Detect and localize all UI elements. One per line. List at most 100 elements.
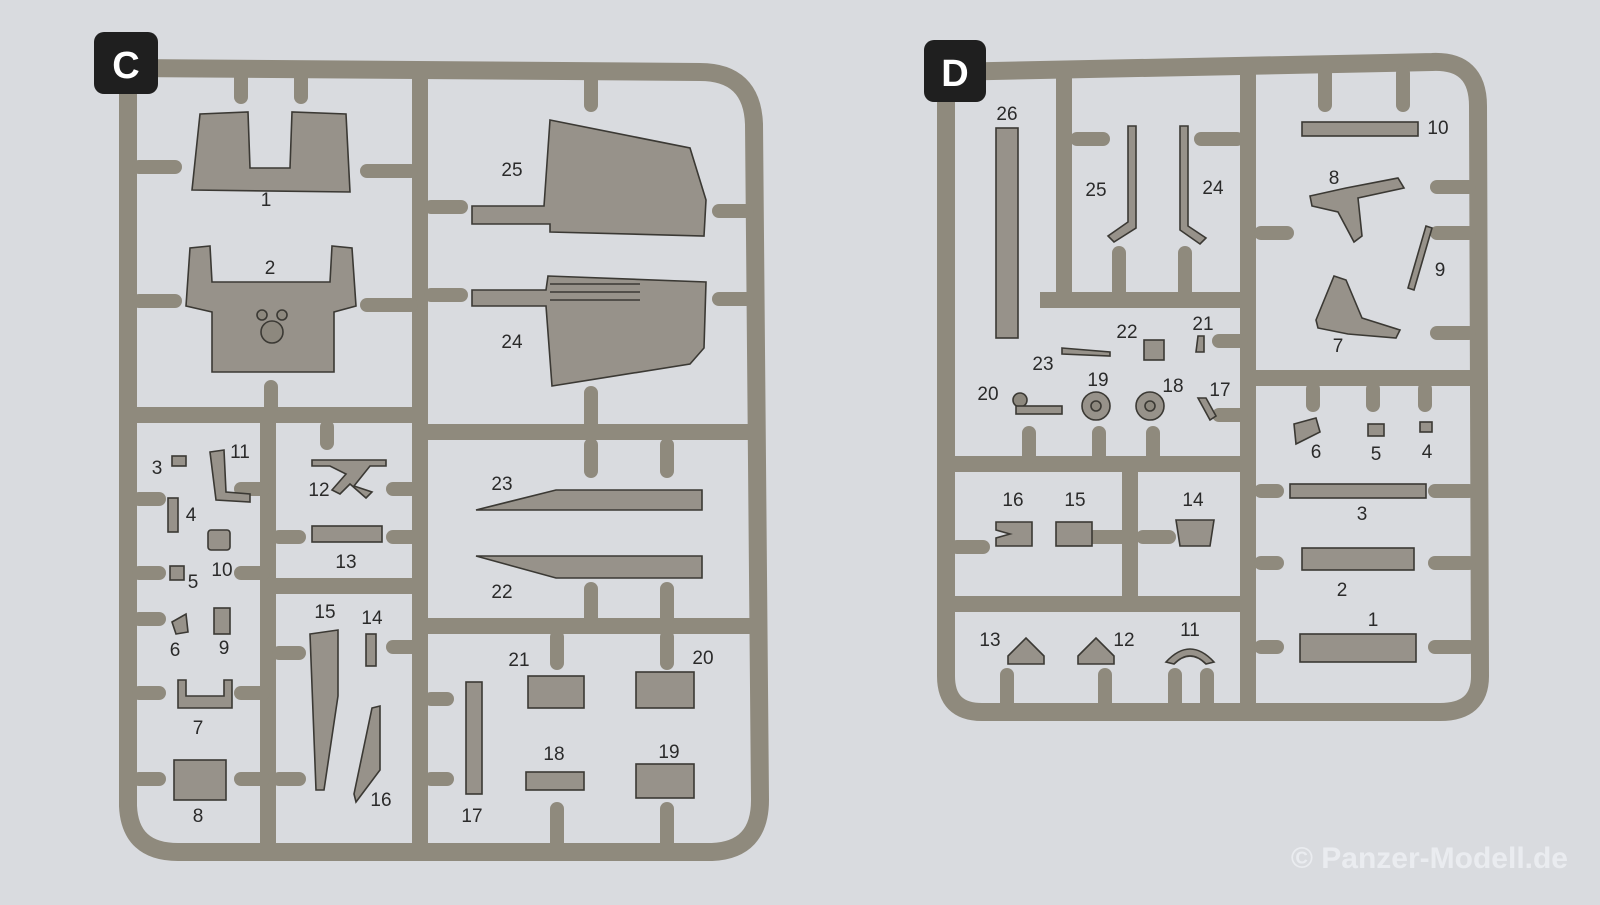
part-c25 xyxy=(471,119,707,237)
label-c13: 13 xyxy=(335,552,356,573)
part-c2 xyxy=(185,245,357,373)
sprue-d: 26 25 24 10 8 9 7 22 21 23 20 19 18 17 6… xyxy=(924,40,1489,721)
label-d3: 3 xyxy=(1357,504,1368,525)
label-d22: 22 xyxy=(1116,322,1137,343)
part-c11 xyxy=(209,449,251,503)
sprue-d-letter: D xyxy=(941,53,968,95)
label-c4: 4 xyxy=(186,505,197,526)
part-d23 xyxy=(1061,347,1111,357)
part-d26 xyxy=(995,127,1019,339)
sprue-c: 1 2 3 11 4 10 5 6 9 7 8 12 13 15 14 16 2… xyxy=(94,32,769,861)
part-c7 xyxy=(177,679,233,709)
part-d15 xyxy=(1055,521,1093,547)
sprue-c-letter: C xyxy=(112,45,139,87)
label-d6: 6 xyxy=(1311,442,1322,463)
part-c9 xyxy=(213,607,231,635)
part-d4 xyxy=(1419,421,1433,433)
label-c23: 23 xyxy=(491,474,512,495)
part-c12 xyxy=(311,459,387,500)
label-d9: 9 xyxy=(1435,260,1446,281)
label-c9: 9 xyxy=(219,638,230,659)
label-d8: 8 xyxy=(1329,168,1340,189)
label-c20: 20 xyxy=(692,648,713,669)
part-c24 xyxy=(471,275,707,387)
part-c16 xyxy=(353,704,381,804)
label-d14: 14 xyxy=(1182,490,1204,511)
label-d1: 1 xyxy=(1368,610,1379,631)
label-d26: 26 xyxy=(996,104,1017,125)
part-d25 xyxy=(1106,125,1137,244)
label-d13: 13 xyxy=(979,630,1000,651)
sprue-c-badge xyxy=(94,32,158,94)
label-c6: 6 xyxy=(170,640,181,661)
part-d8 xyxy=(1309,177,1406,244)
label-d16: 16 xyxy=(1002,490,1023,511)
label-d25: 25 xyxy=(1085,180,1106,201)
part-c22 xyxy=(475,555,703,579)
label-d11: 11 xyxy=(1180,620,1200,641)
label-d2: 2 xyxy=(1337,580,1348,601)
label-c14: 14 xyxy=(361,608,383,629)
label-d15: 15 xyxy=(1064,490,1085,511)
part-c5 xyxy=(169,565,185,581)
part-c4 xyxy=(167,497,179,533)
label-d24: 24 xyxy=(1202,178,1224,199)
label-d12: 12 xyxy=(1113,630,1134,651)
part-d6 xyxy=(1293,417,1321,446)
part-c23 xyxy=(475,489,703,511)
part-d16 xyxy=(995,521,1033,547)
watermark: © Panzer-Modell.de xyxy=(1291,842,1568,875)
part-d24 xyxy=(1179,125,1208,246)
part-d20 xyxy=(1012,392,1028,408)
label-d5: 5 xyxy=(1371,444,1382,465)
label-d23: 23 xyxy=(1032,354,1053,375)
part-d5 xyxy=(1367,423,1385,437)
label-c8: 8 xyxy=(193,806,204,827)
part-d21 xyxy=(1195,335,1205,353)
label-c21: 21 xyxy=(508,650,529,671)
part-c19 xyxy=(635,763,695,799)
part-d9 xyxy=(1407,224,1433,292)
sprue-d-badge xyxy=(924,40,986,102)
label-d7: 7 xyxy=(1333,336,1344,357)
label-d18: 18 xyxy=(1162,376,1183,397)
part-d1 xyxy=(1299,633,1417,663)
label-c19: 19 xyxy=(658,742,679,763)
part-c17 xyxy=(465,681,483,795)
part-d17 xyxy=(1196,397,1218,422)
part-c13 xyxy=(311,525,383,543)
part-c21 xyxy=(527,675,585,709)
label-d4: 4 xyxy=(1422,442,1433,463)
part-d2 xyxy=(1301,547,1415,571)
label-c24: 24 xyxy=(501,332,523,353)
part-c6 xyxy=(171,612,189,635)
label-c18: 18 xyxy=(543,744,564,765)
label-c11: 11 xyxy=(230,442,250,463)
label-c1: 1 xyxy=(261,190,272,211)
label-c3: 3 xyxy=(152,458,163,479)
label-c25: 25 xyxy=(501,160,522,181)
part-d7 xyxy=(1315,275,1402,339)
part-d10 xyxy=(1301,121,1419,137)
label-c15: 15 xyxy=(314,602,335,623)
part-c8 xyxy=(173,759,227,801)
label-d17: 17 xyxy=(1209,380,1230,401)
label-c16: 16 xyxy=(370,790,391,811)
label-d21: 21 xyxy=(1192,314,1213,335)
label-d19: 19 xyxy=(1087,370,1108,391)
part-c1 xyxy=(191,111,351,193)
label-c10: 10 xyxy=(211,560,232,581)
part-c3 xyxy=(171,455,187,467)
part-c10 xyxy=(207,529,231,551)
part-c14 xyxy=(365,633,377,667)
part-c15 xyxy=(309,629,339,791)
label-c22: 22 xyxy=(491,582,512,603)
part-d22 xyxy=(1143,339,1165,361)
part-d3 xyxy=(1289,483,1427,499)
label-c17: 17 xyxy=(461,806,482,827)
part-d14 xyxy=(1175,519,1215,547)
part-d12 xyxy=(1077,636,1115,665)
part-d11 xyxy=(1164,648,1216,665)
